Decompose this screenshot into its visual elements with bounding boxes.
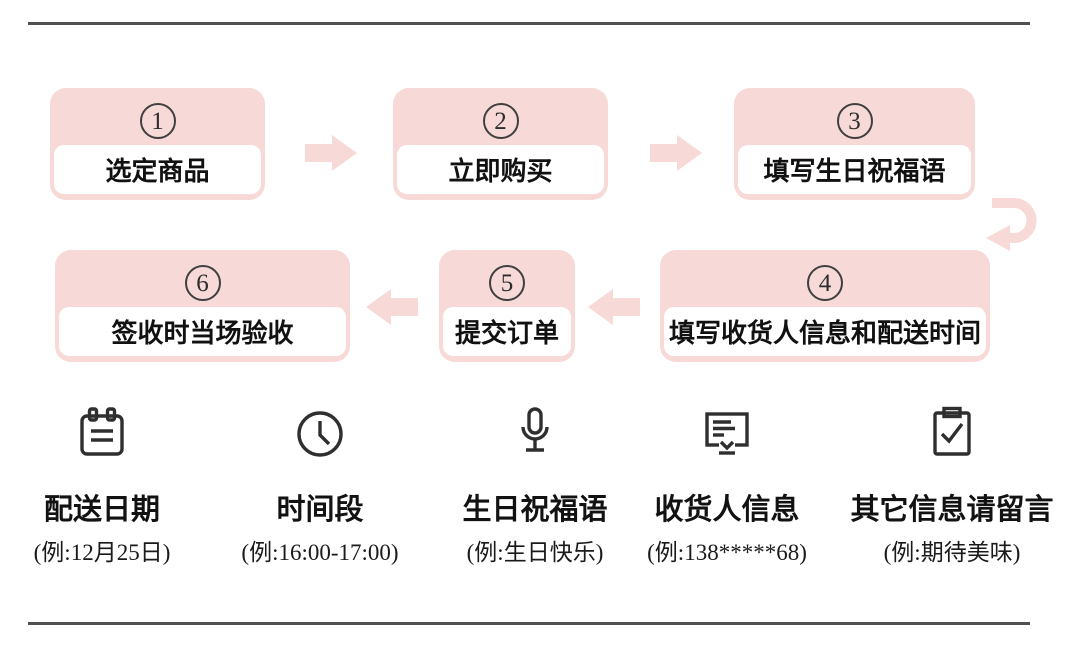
step-1-header: 1 xyxy=(50,88,265,144)
step-label: 立即购买 xyxy=(397,145,604,194)
step-number-badge: 4 xyxy=(807,265,843,301)
step-3-header: 3 xyxy=(734,88,975,144)
step-box-1: 1 选定商品 xyxy=(50,88,265,200)
legend-label: 收货人信息 xyxy=(654,494,800,526)
legend-example: (例:138*****68) xyxy=(647,540,807,565)
step-box-2: 2 立即购买 xyxy=(393,88,608,200)
legend-example: (例:16:00-17:00) xyxy=(241,540,399,565)
step-label: 填写生日祝福语 xyxy=(738,145,971,194)
legend-label: 配送日期 xyxy=(43,494,160,526)
legend-item-recipient-info: 收货人信息 (例:138*****68) xyxy=(627,406,827,567)
legend-label: 其它信息请留言 xyxy=(850,494,1054,526)
arrow-right-icon xyxy=(650,135,702,171)
loop-arrow-icon xyxy=(986,198,1037,251)
step-2-header: 2 xyxy=(393,88,608,144)
legend-item-birthday-wish: 生日祝福语 (例:生日快乐) xyxy=(435,406,635,567)
step-label: 选定商品 xyxy=(54,145,261,194)
legend-example: (例:生日快乐) xyxy=(466,540,604,565)
step-number-badge: 2 xyxy=(482,103,519,139)
step-box-6: 6 签收时当场验收 xyxy=(55,250,350,362)
legend-item-time-slot: 时间段 (例:16:00-17:00) xyxy=(230,406,410,567)
top-divider xyxy=(28,22,1030,25)
legend-example: (例:12月25日) xyxy=(33,540,171,565)
step-label: 提交订单 xyxy=(443,307,571,356)
calendar-icon xyxy=(80,407,124,456)
microphone-icon xyxy=(521,407,549,452)
clock-icon xyxy=(297,411,343,457)
step-number-badge: 3 xyxy=(836,103,873,139)
bottom-divider xyxy=(28,622,1030,625)
step-box-3: 3 填写生日祝福语 xyxy=(734,88,975,200)
step-number-badge: 6 xyxy=(184,265,221,301)
step-number-badge: 5 xyxy=(489,265,525,301)
legend-label: 生日祝福语 xyxy=(462,494,608,526)
step-6-header: 6 xyxy=(55,250,350,306)
message-board-icon xyxy=(705,412,749,455)
step-box-5: 5 提交订单 xyxy=(439,250,575,362)
clipboard-check-icon xyxy=(933,406,971,456)
legend-item-delivery-date: 配送日期 (例:12月25日) xyxy=(12,406,192,567)
step-label: 签收时当场验收 xyxy=(59,307,346,356)
step-number-badge: 1 xyxy=(139,103,176,139)
arrow-right-icon xyxy=(305,135,357,171)
arrow-left-icon xyxy=(588,289,640,325)
step-box-4: 4 填写收货人信息和配送时间 xyxy=(660,250,990,362)
step-label: 填写收货人信息和配送时间 xyxy=(664,307,986,356)
step-4-header: 4 xyxy=(660,250,990,306)
step-5-header: 5 xyxy=(439,250,575,306)
legend-example: (例:期待美味) xyxy=(883,540,1021,565)
legend-item-other-info: 其它信息请留言 (例:期待美味) xyxy=(842,406,1062,567)
arrow-left-icon xyxy=(366,289,418,325)
legend-label: 时间段 xyxy=(276,494,364,526)
